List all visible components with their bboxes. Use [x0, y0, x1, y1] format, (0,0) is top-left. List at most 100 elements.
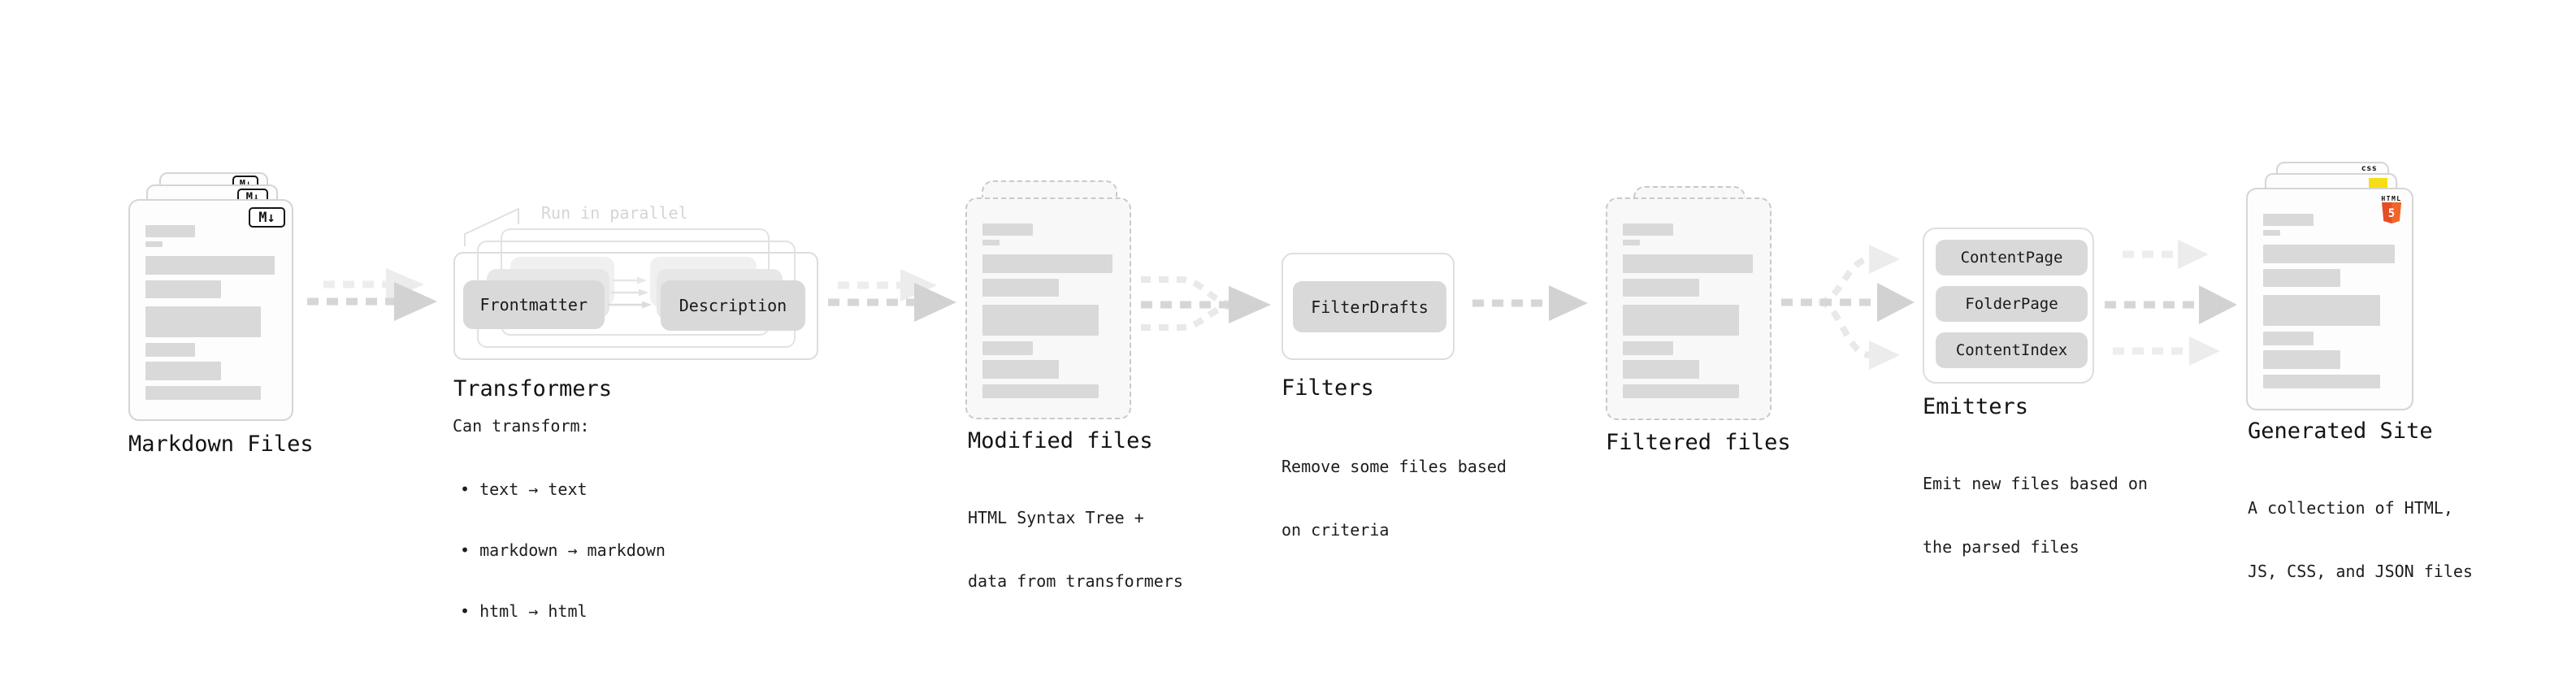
text-line-bar	[145, 225, 196, 237]
subtitle-line: Remove some files based	[1281, 457, 1507, 476]
arrow-filtered-to-emitters	[1781, 245, 1915, 370]
node-title: Transformers	[453, 376, 613, 401]
node-title: Modified files	[968, 428, 1153, 453]
text-line-bar	[982, 384, 1099, 398]
text-line-bar	[982, 360, 1059, 379]
filterdrafts-box: FilterDrafts	[1293, 281, 1446, 332]
text-line-bar	[1623, 360, 1699, 379]
text-line-bar	[1623, 240, 1641, 245]
text-line-bar	[145, 386, 261, 400]
node-subtitle: HTML Syntax Tree + data from transformer…	[968, 465, 1183, 634]
text-line-bar	[982, 223, 1033, 236]
subtitle-line: the parsed files	[1923, 537, 2079, 557]
text-line-bar	[2263, 375, 2381, 388]
text-line-bar	[145, 241, 163, 247]
html5-icon: HTML 5	[2381, 195, 2402, 228]
text-line-bar	[145, 306, 261, 337]
arrowhead-light	[1869, 340, 1900, 370]
text-line-bar	[2263, 214, 2314, 226]
text-line-bar	[1623, 279, 1699, 297]
text-line-bar	[1623, 384, 1739, 398]
run-in-parallel-note: Run in parallel	[541, 203, 688, 223]
arrowhead	[394, 282, 437, 321]
contentpage-box: ContentPage	[1936, 240, 2088, 275]
arrowhead	[1229, 286, 1271, 323]
bullet-item: • text → text	[460, 479, 588, 499]
text-line-bar	[2263, 295, 2381, 326]
text-line-bar	[982, 279, 1059, 297]
note-leader-line	[464, 207, 519, 246]
text-line-bar	[2263, 245, 2396, 263]
arrowhead	[914, 283, 956, 322]
description-box: Description	[661, 280, 805, 331]
text-line-bar	[1623, 254, 1754, 273]
css-icon-label: css	[2361, 164, 2378, 173]
node-subtitle: Emit new files based on the parsed files	[1923, 431, 2148, 600]
text-line-bar	[145, 256, 275, 275]
arrowhead	[1877, 283, 1915, 322]
transform-bullet-list: • text → text • markdown → markdown • ht…	[460, 439, 666, 662]
text-line-bar	[1623, 341, 1673, 355]
text-line-bar	[1623, 305, 1739, 336]
node-title: Filtered files	[1606, 430, 1791, 455]
file-content-bars	[982, 223, 1114, 398]
file-content-bars	[1623, 223, 1754, 398]
node-subtitle: A collection of HTML, JS, CSS, and JSON …	[2248, 455, 2473, 624]
text-line-bar	[1623, 223, 1673, 236]
text-line-bar	[982, 305, 1099, 336]
arrow-transformers-to-modified	[828, 269, 956, 322]
filters-box: FilterDrafts	[1281, 253, 1455, 360]
markdown-icon: M↓	[249, 207, 285, 228]
parallel-arrows-icon	[608, 276, 652, 309]
subtitle-line: on criteria	[1281, 520, 1390, 540]
arrow-emitters-to-site	[2105, 240, 2237, 366]
arrow-markdown-to-transformers	[307, 268, 437, 321]
js-icon	[2369, 178, 2387, 189]
frontmatter-box: Frontmatter	[463, 280, 605, 329]
text-line-bar	[2263, 230, 2281, 236]
arrowhead-light	[1869, 245, 1900, 274]
text-line-bar	[2263, 332, 2314, 345]
node-title: Markdown Files	[128, 432, 314, 457]
text-line-bar	[2263, 350, 2341, 369]
node-subtitle: Remove some files based on criteria	[1281, 414, 1507, 583]
arrowhead	[2199, 285, 2237, 324]
file-card-front: HTML 5	[2246, 188, 2413, 410]
node-subtitle: Can transform:	[453, 416, 590, 436]
bullet-item: • html → html	[460, 601, 588, 621]
file-card-front	[965, 197, 1131, 419]
text-line-bar	[982, 254, 1113, 273]
node-title: Generated Site	[2248, 419, 2433, 444]
text-line-bar	[982, 341, 1033, 355]
subtitle-line: JS, CSS, and JSON files	[2248, 562, 2473, 581]
subtitle-line: Emit new files based on	[1923, 474, 2148, 493]
arrowhead-light	[2178, 240, 2209, 269]
arrow-modified-to-filters	[1141, 276, 1271, 331]
node-title: Emitters	[1923, 394, 2029, 419]
folderpage-box: FolderPage	[1936, 286, 2088, 322]
file-content-bars	[2263, 214, 2396, 388]
emitters-box: ContentPage FolderPage ContentIndex	[1923, 228, 2094, 384]
transformer-group-front: Frontmatter Description	[453, 252, 818, 360]
arrowhead	[1549, 285, 1588, 321]
node-title: Filters	[1281, 375, 1374, 401]
file-card-front	[1606, 197, 1772, 420]
html5-icon-word: HTML	[2381, 195, 2402, 202]
contentindex-box: ContentIndex	[1936, 332, 2088, 368]
arrowhead-light	[2189, 336, 2220, 366]
dashed-curve-bottom	[1141, 303, 1229, 331]
bullet-item: • markdown → markdown	[460, 540, 666, 560]
text-line-bar	[145, 362, 222, 380]
subtitle-line: A collection of HTML,	[2248, 498, 2453, 518]
subtitle-line: HTML Syntax Tree +	[968, 508, 1144, 527]
subtitle-line: data from transformers	[968, 571, 1183, 591]
dashed-curve-top	[1141, 276, 1230, 307]
markdown-icon-label: M↓	[258, 209, 275, 226]
